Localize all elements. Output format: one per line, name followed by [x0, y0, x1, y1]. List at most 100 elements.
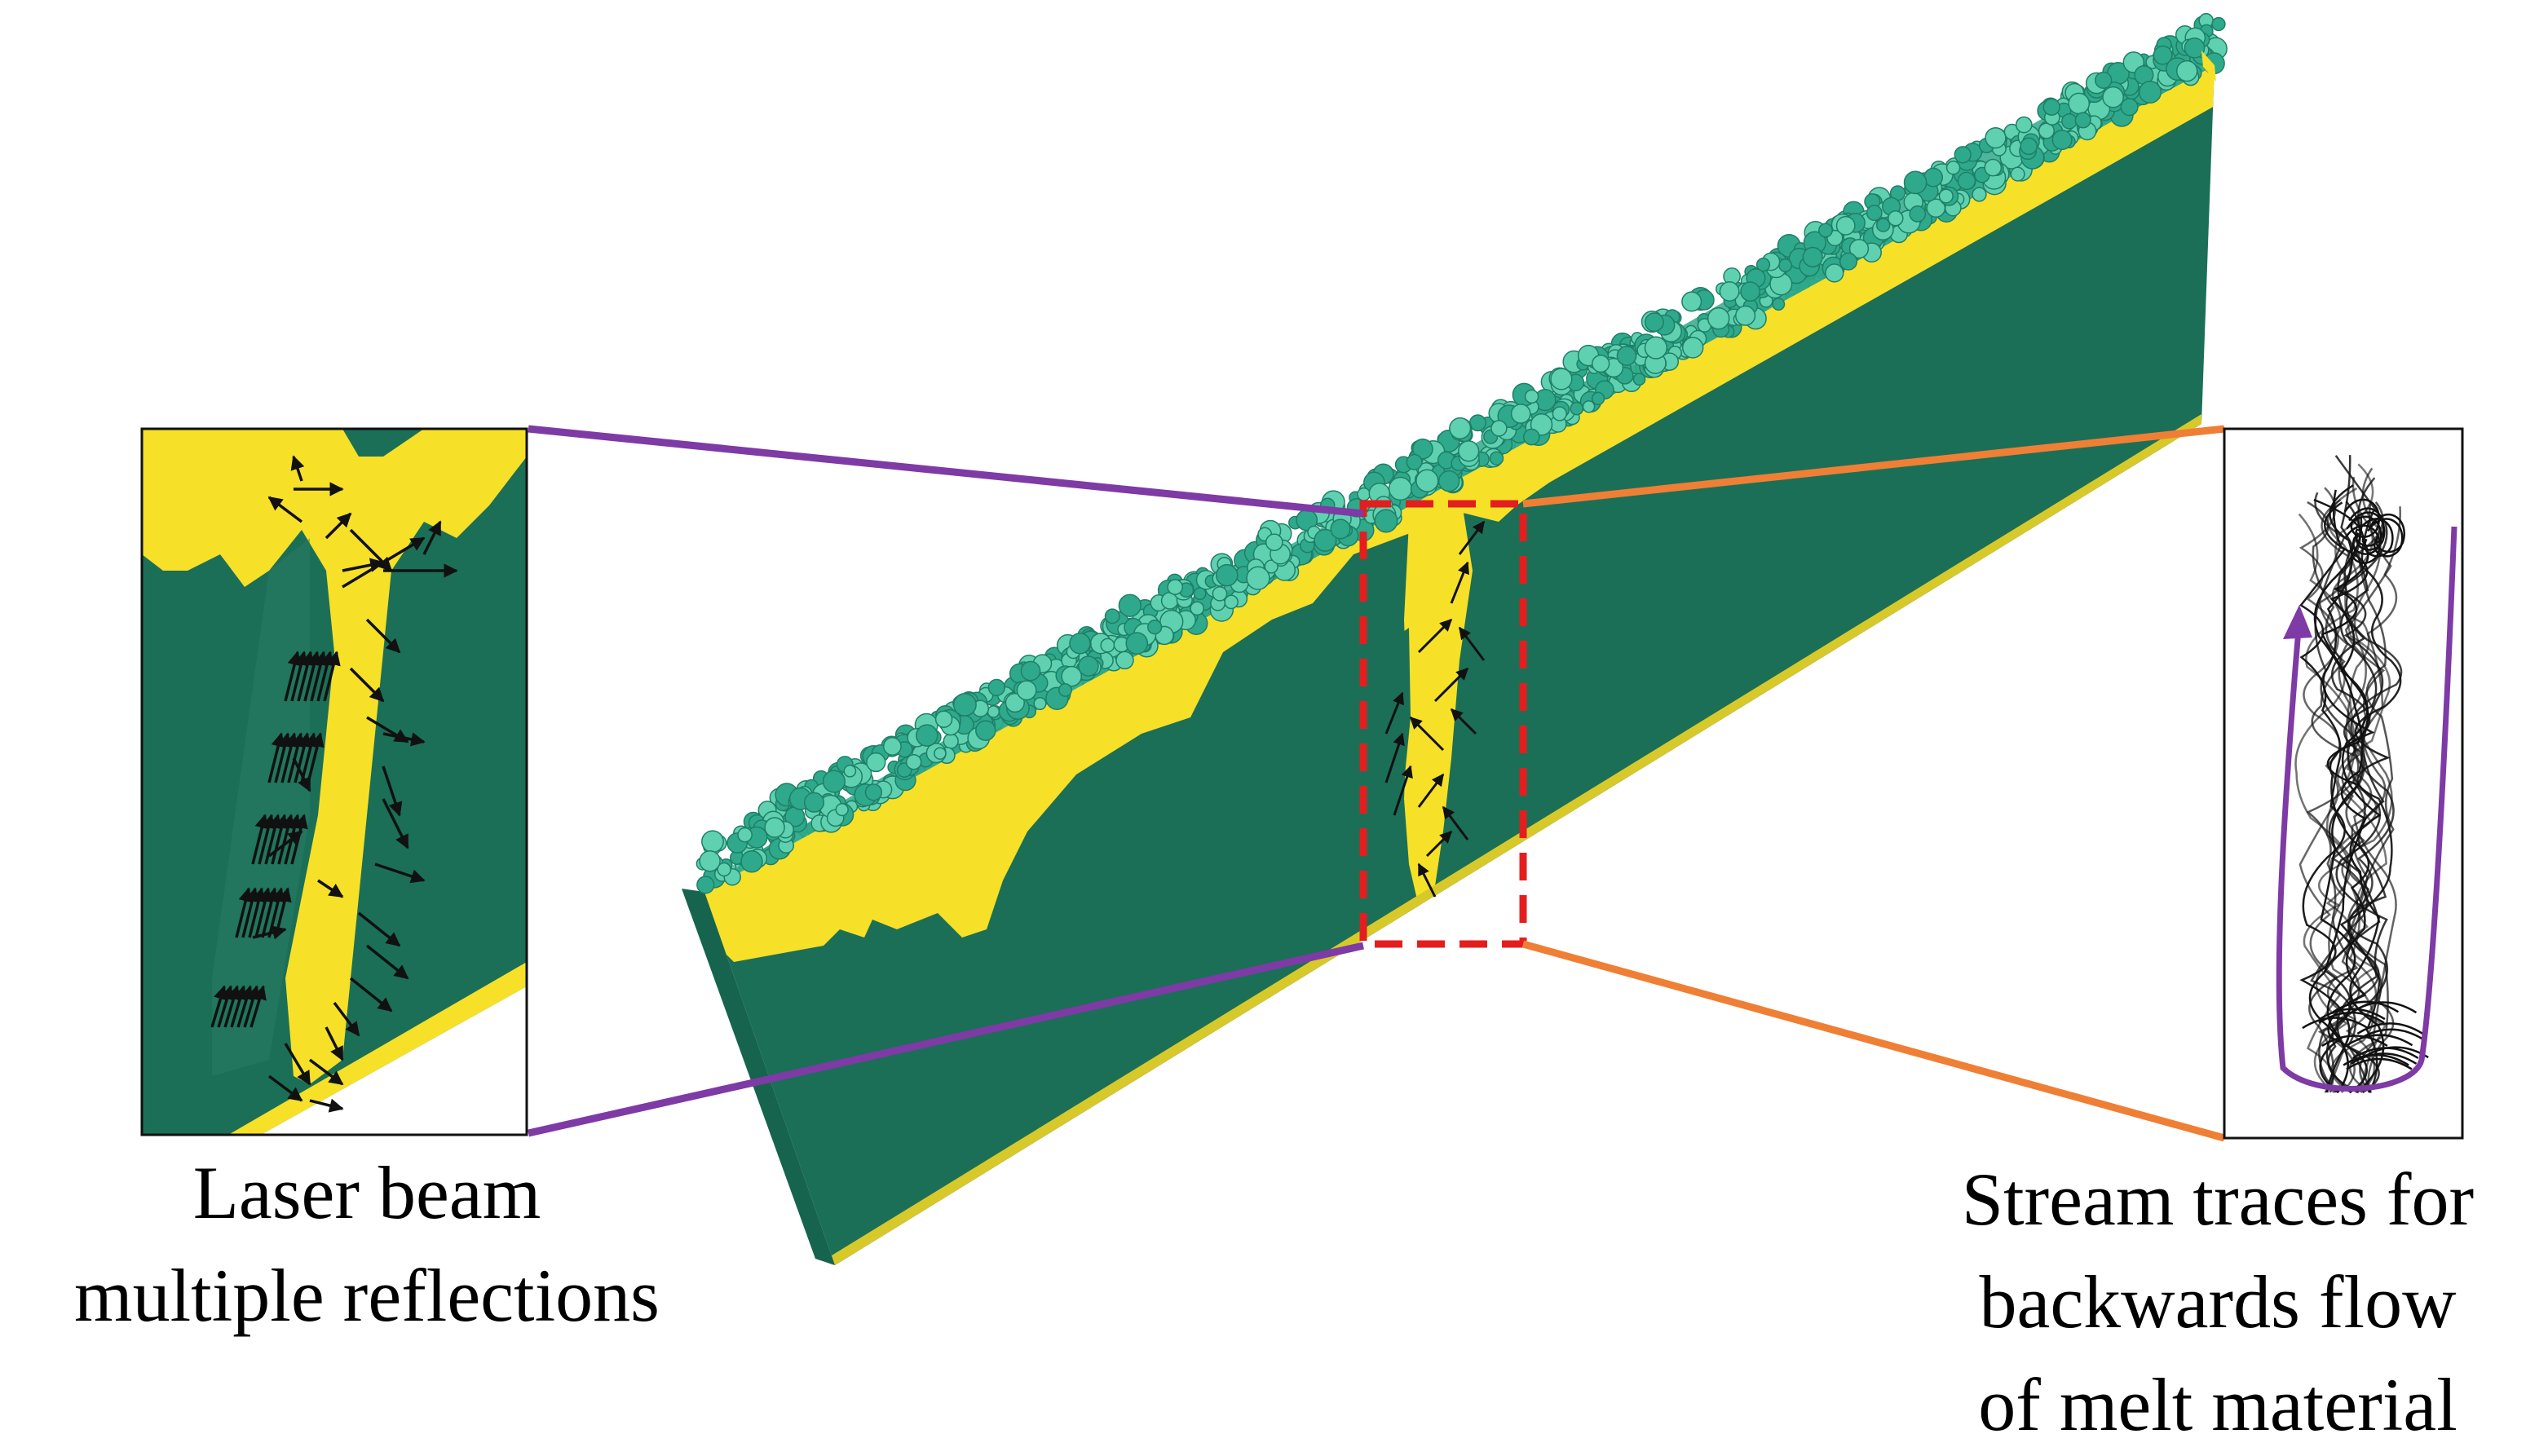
powder-particle	[1490, 420, 1508, 437]
powder-particle	[943, 733, 959, 749]
powder-particle	[1016, 680, 1037, 701]
stream-trace-line	[2298, 487, 2356, 1093]
powder-particle	[737, 827, 753, 843]
right-caption: Stream traces for backwards flow of melt…	[1900, 1148, 2536, 1456]
reflection-arrow	[274, 887, 292, 938]
stream-trace-line	[2329, 489, 2385, 1093]
powder-particle	[2153, 45, 2173, 65]
powder-particle	[2184, 37, 2206, 59]
powder-particle	[843, 764, 857, 778]
stream-trace-swirl	[2356, 1022, 2423, 1035]
stream-trace-line	[2306, 501, 2360, 1093]
reflection-arrow	[374, 863, 426, 884]
powder-particle	[1406, 453, 1423, 470]
powder-particle	[717, 862, 731, 877]
powder-particle	[2015, 116, 2033, 134]
powder-particle	[1265, 533, 1283, 552]
substrate-bar	[682, 13, 2228, 1265]
powder-particle	[1449, 417, 1472, 439]
stream-trace-swirl	[2352, 1047, 2419, 1060]
powder-particle	[1104, 608, 1120, 624]
powder-particle	[701, 830, 724, 854]
powder-particle	[1020, 660, 1041, 682]
powder-particle	[1033, 696, 1047, 711]
reflection-arrow	[323, 651, 341, 702]
left-caption-line-2: multiple reflections	[74, 1254, 660, 1337]
stream-trace-swirl	[2357, 518, 2394, 558]
powder-particle	[916, 724, 938, 747]
powder-particle	[866, 752, 886, 773]
left-caption: Laser beam multiple reflections	[16, 1141, 718, 1347]
stream-trace-line	[2323, 455, 2381, 1093]
powder-particle	[934, 710, 953, 728]
powder-particle	[2020, 137, 2038, 156]
powder-particle	[882, 737, 902, 756]
stream-trace-line	[2330, 501, 2388, 1094]
powder-particle	[1735, 305, 1756, 326]
powder-particle	[1190, 601, 1205, 616]
powder-particle	[1570, 401, 1584, 416]
powder-particle	[1909, 205, 1927, 223]
powder-particle	[1437, 470, 1460, 492]
powder-particle	[1802, 246, 1823, 268]
powder-particle	[1125, 632, 1149, 655]
powder-particle	[1848, 238, 1870, 259]
powder-particle	[1100, 638, 1115, 653]
left-connectors	[528, 425, 1364, 1137]
reflection-arrow	[267, 496, 303, 523]
powder-particle	[1972, 187, 1987, 202]
powder-particle	[1078, 655, 1099, 677]
powder-particle	[1510, 404, 1531, 424]
powder-particle	[1592, 354, 1610, 373]
powder-particle	[1550, 368, 1573, 390]
powder-particle	[2051, 129, 2073, 151]
main-reflection-arrows	[1384, 520, 1486, 898]
powder-particle	[2068, 92, 2091, 115]
powder-particle	[1681, 337, 1704, 359]
reflection-arrow	[382, 798, 409, 849]
stream-trace-line	[2339, 510, 2402, 1093]
powder-particle	[1839, 252, 1858, 271]
powder-particle	[696, 876, 715, 894]
powder-particle	[1264, 559, 1278, 574]
powder-particle	[1591, 391, 1605, 405]
powder-particle	[1582, 400, 1596, 413]
stream-trace-swirl	[2321, 1035, 2388, 1048]
powder-particle	[1719, 281, 1740, 302]
powder-particle	[1926, 198, 1946, 218]
reflection-arrow	[250, 985, 267, 1028]
powder-particle	[2042, 98, 2060, 116]
powder-particle	[987, 678, 1005, 697]
powder-particle	[1330, 518, 1351, 540]
stream-trace-swirl	[2346, 1034, 2413, 1047]
reflection-arrow	[284, 1043, 311, 1086]
powder-particle	[1644, 336, 1668, 360]
stream-trace-swirl	[2319, 1008, 2386, 1021]
powder-particle	[2074, 112, 2091, 129]
powder-particle	[1985, 126, 2007, 149]
powder-particle	[1740, 281, 1760, 302]
left-inset	[140, 427, 528, 1136]
powder-particle	[1984, 158, 2003, 177]
powder-particle	[1772, 298, 1786, 311]
powder-particle	[1458, 440, 1480, 462]
powder-particle	[2095, 71, 2113, 90]
powder-particle	[2175, 60, 2198, 82]
powder-particle	[1412, 438, 1433, 460]
reflection-arrow	[307, 732, 325, 783]
powder-particle	[1374, 509, 1398, 533]
powder-particle	[1778, 258, 1793, 272]
powder-particle	[1938, 188, 1954, 204]
powder-particle	[1118, 593, 1142, 617]
powder-particle	[835, 802, 849, 817]
powder-particle	[1058, 682, 1072, 697]
right-connectors	[1521, 425, 2226, 1142]
stream-trace-swirl	[2357, 1028, 2425, 1041]
powder-particle	[1903, 170, 1928, 195]
flow-loop	[2276, 526, 2457, 1092]
powder-particle	[1632, 373, 1646, 386]
right-inset	[2223, 427, 2464, 1140]
reflection-arrow	[325, 512, 352, 540]
reflection-arrow	[325, 1026, 344, 1061]
